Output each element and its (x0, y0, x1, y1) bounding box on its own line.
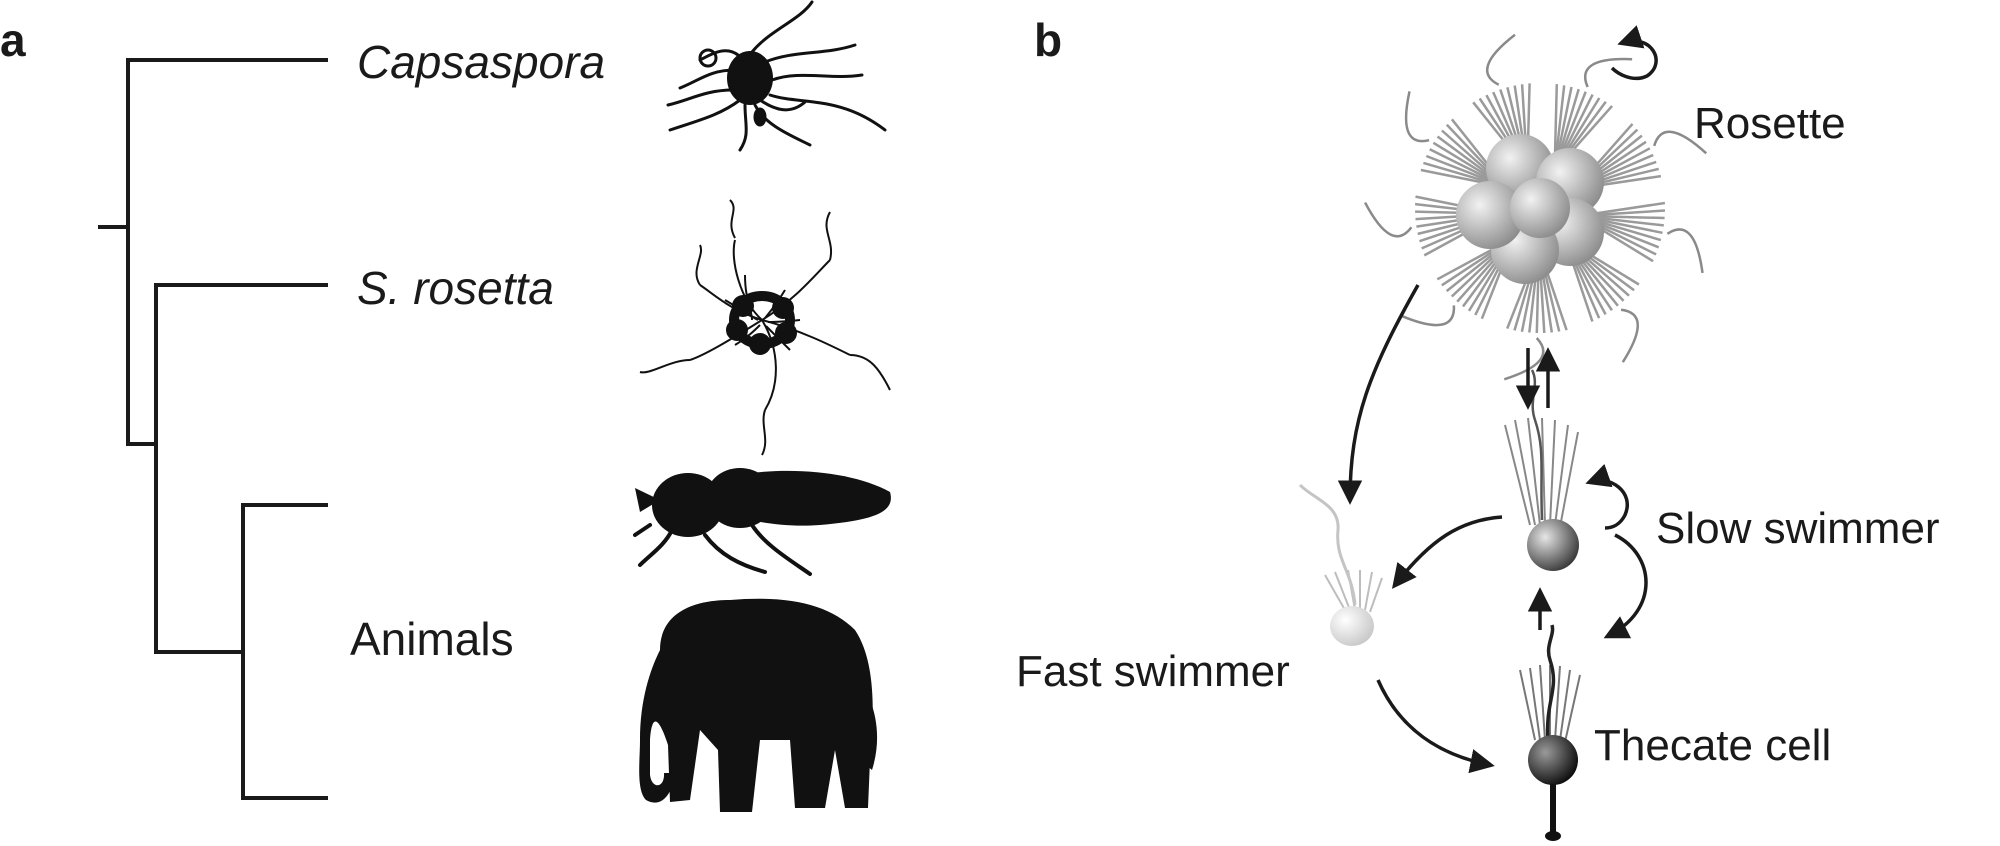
thecate-flagellum (1545, 624, 1556, 741)
fast-swimmer-cell (1298, 483, 1383, 646)
taxon-label-capsaspora: Capsaspora (357, 36, 605, 88)
fly-icon (633, 468, 891, 576)
rosette-flagellum (1363, 202, 1413, 238)
taxon-label-s-rosetta: S. rosetta (357, 262, 554, 314)
panel-b-label: b (1034, 14, 1062, 66)
rosette-flagellum (1666, 228, 1704, 274)
slow-swimmer-cell (1504, 369, 1579, 571)
arrow-slow-swimmer-to-thecate (1603, 533, 1648, 639)
state-label-fast-swimmer: Fast swimmer (1016, 647, 1290, 696)
panel-a-label: a (0, 14, 26, 66)
rosette-flagellum (1653, 130, 1708, 155)
panel-b: b Rosette Slow swimmer Fast swimmer Thec… (1016, 14, 1940, 841)
capsaspora-cell-icon (666, 0, 887, 152)
rosette-flagellum (1404, 91, 1430, 143)
fast-swimmer-flagellum (1298, 483, 1357, 606)
rosette-self-loop-arrow (1610, 25, 1658, 81)
rosette-flagellum (1620, 308, 1639, 363)
rosette-flagellum (1402, 305, 1456, 327)
rosette-cell (1510, 178, 1570, 238)
state-label-thecate-cell: Thecate cell (1594, 721, 1831, 770)
panel-a: a Capsaspora S. rosetta Animals (0, 0, 891, 812)
slow-swimmer-self-loop-arrow (1585, 463, 1629, 530)
arrow-rosette-to-fast-swimmer (1337, 284, 1420, 505)
rosette-flagellum (1584, 57, 1633, 88)
taxon-label-animals: Animals (350, 613, 514, 665)
state-label-rosette: Rosette (1694, 99, 1846, 148)
rosette-flagellum (1503, 337, 1545, 381)
rosette-flagella (1363, 33, 1708, 381)
rosette-colony-icon (639, 199, 891, 456)
arrow-slow-swimmer-to-fast-swimmer (1391, 515, 1503, 589)
arrow-fast-swimmer-to-thecate (1376, 679, 1495, 774)
thecate-cell (1519, 624, 1581, 841)
rosette-cell (1456, 181, 1524, 249)
rosette-flagellum (1486, 33, 1516, 86)
state-label-slow-swimmer: Slow swimmer (1656, 504, 1940, 553)
phylogenetic-tree (98, 58, 328, 800)
elephant-icon (639, 598, 878, 812)
rosette-colony (1363, 33, 1708, 381)
